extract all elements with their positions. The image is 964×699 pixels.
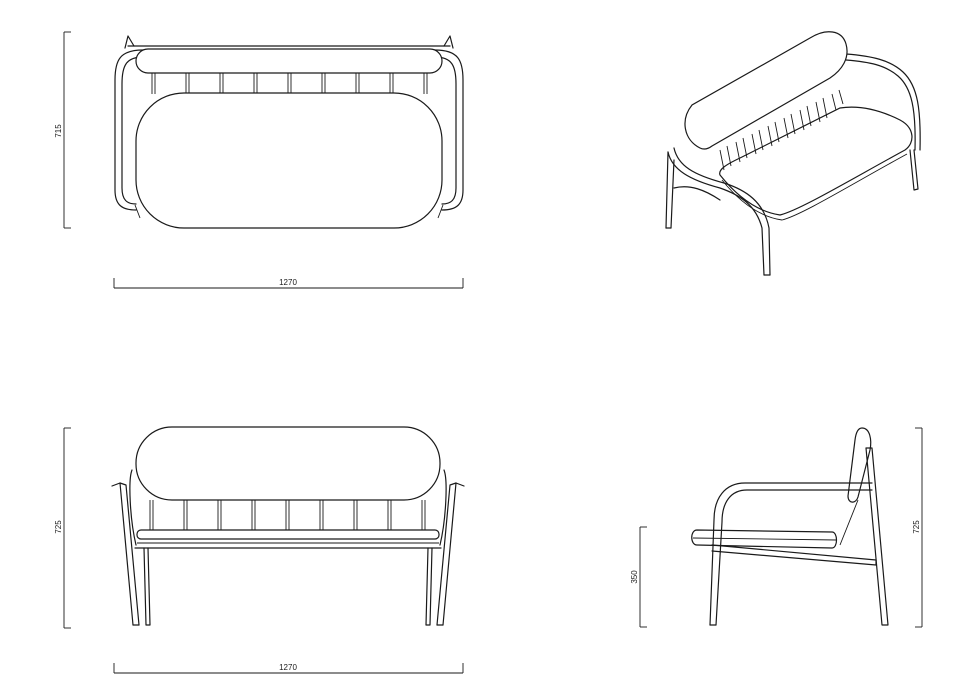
top-view-width-label: 1270 <box>279 278 297 287</box>
top-view-width-dimension: 1270 <box>113 278 464 289</box>
top-view-frame-left <box>114 49 144 211</box>
front-view-back-cushion <box>135 426 441 501</box>
top-view: 715 1270 <box>54 31 464 289</box>
front-view-height-dimension: 725 <box>54 427 71 629</box>
front-view-width-label: 1270 <box>279 663 297 672</box>
perspective-armrest-left <box>667 151 765 276</box>
perspective-front-leg-left <box>665 151 669 229</box>
side-view-rear-leg <box>865 447 889 626</box>
front-view-height-label: 725 <box>54 520 63 534</box>
top-view-seat-cushion <box>135 92 443 229</box>
top-view-frame-right-inner <box>434 56 457 205</box>
side-view-armrest <box>709 482 873 626</box>
front-view: 725 1270 <box>54 426 465 674</box>
perspective-back-cushion <box>684 31 848 150</box>
front-view-width-dimension: 1270 <box>113 663 464 674</box>
side-view-seat-height-label: 350 <box>630 570 639 584</box>
front-view-leg-left <box>143 547 151 626</box>
side-view-seat-height-dimension: 350 <box>630 526 647 628</box>
top-view-depth-label: 715 <box>54 124 63 138</box>
top-view-hook-left <box>124 35 135 49</box>
side-view-height-dimension: 725 <box>912 427 923 628</box>
perspective-seat-cushion <box>719 106 913 216</box>
side-view-height-label: 725 <box>912 520 921 534</box>
perspective-armrest-right-inner <box>845 53 921 151</box>
top-view-frame-left-inner <box>121 56 144 205</box>
side-view: 350 725 <box>630 427 923 628</box>
top-view-back-cushion <box>135 48 443 74</box>
perspective-armrest-right <box>845 59 916 151</box>
top-view-slats <box>151 73 428 94</box>
side-view-seat-rail <box>711 544 877 566</box>
front-view-slats <box>149 500 426 530</box>
top-view-hook-right <box>443 35 454 49</box>
perspective-rear-leg-right <box>909 149 919 191</box>
top-view-frame-right <box>434 49 464 211</box>
perspective-armrest-left-inner <box>673 147 771 276</box>
top-view-depth-dimension: 715 <box>54 31 71 229</box>
perspective-slats <box>719 89 844 171</box>
perspective-view <box>665 31 921 276</box>
front-view-leg-right <box>425 547 433 626</box>
front-view-seat-cushion <box>136 529 440 540</box>
